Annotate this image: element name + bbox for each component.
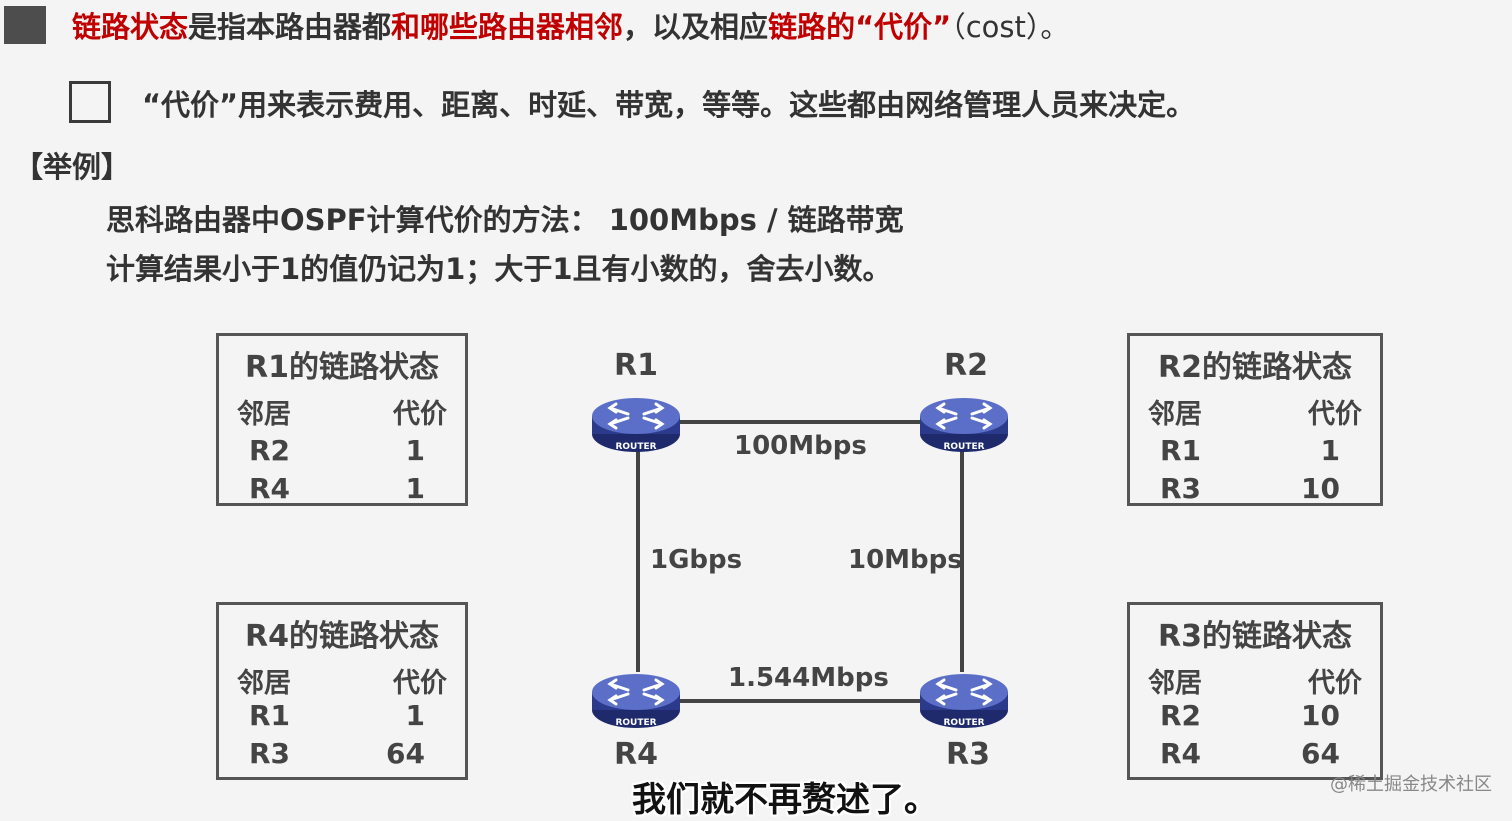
r2-link-state-table: R2的链路状态 邻居 代价 R1 1 R3 10 <box>1127 333 1383 506</box>
video-subtitle: 我们就不再赘述了。 <box>632 780 938 820</box>
table-row: R1 1 <box>1130 434 1380 470</box>
example-line-1: 思科路由器中OSPF计算代价的方法： 100Mbps / 链路带宽 <box>106 203 904 237</box>
r1-link-state-table: R1的链路状态 邻居 代价 R2 1 R4 1 <box>216 333 468 506</box>
neighbor-header: 邻居 <box>1148 399 1202 430</box>
router-label-r1: R1 <box>614 348 658 383</box>
example-label: 【举例】 <box>14 150 131 184</box>
router-icon: ROUTER <box>920 398 1008 452</box>
router-label-r4: R4 <box>614 737 658 772</box>
link-label-r1-r2: 100Mbps <box>734 431 867 461</box>
heading-part-1: 链路状态 <box>72 10 189 44</box>
heading-part-6: （cost）。 <box>951 10 1070 44</box>
r3-link-state-table: R3的链路状态 邻居 代价 R2 10 R4 64 <box>1127 602 1383 780</box>
router-r4: ROUTER <box>590 666 682 730</box>
heading-part-4: ，以及相应 <box>623 10 769 44</box>
heading-part-5: 链路的“代价” <box>768 10 952 44</box>
heading-link-state: 链路状态是指本路由器都和哪些路由器相邻，以及相应链路的“代价”（cost）。 <box>72 4 1069 46</box>
cost-cell: 1 <box>1320 434 1340 467</box>
neighbor-cell: R4 <box>249 472 291 505</box>
router-icon-text: ROUTER <box>615 718 656 728</box>
cost-cell: 64 <box>1301 737 1340 770</box>
heading-part-2: 是指本路由器都 <box>188 10 392 44</box>
table-row: R1 1 <box>219 699 465 735</box>
table-row: R2 10 <box>1130 699 1380 735</box>
table-row: R4 64 <box>1130 737 1380 773</box>
router-icon-text: ROUTER <box>943 442 984 452</box>
checkbox-icon <box>69 81 111 123</box>
table-title: R3的链路状态 <box>1158 619 1352 654</box>
router-icon: ROUTER <box>592 674 680 728</box>
cost-cell: 1 <box>405 699 425 732</box>
table-row: R4 1 <box>219 472 465 508</box>
table-title: R1的链路状态 <box>245 350 439 385</box>
neighbor-cell: R1 <box>1160 434 1202 467</box>
table-row: R3 10 <box>1130 472 1380 508</box>
router-icon: ROUTER <box>920 674 1008 728</box>
router-icon-text: ROUTER <box>943 718 984 728</box>
router-icon-text: ROUTER <box>615 442 656 452</box>
neighbor-cell: R3 <box>249 737 291 770</box>
cost-cell: 10 <box>1301 699 1340 732</box>
heading-part-3: 和哪些路由器相邻 <box>391 10 624 44</box>
table-row: R2 1 <box>219 434 465 470</box>
neighbor-cell: R2 <box>1160 699 1202 732</box>
link-label-r2-r3: 10Mbps <box>848 545 963 575</box>
cost-header: 代价 <box>1308 399 1362 430</box>
neighbor-cell: R2 <box>249 434 291 467</box>
router-icon: ROUTER <box>592 398 680 452</box>
neighbor-cell: R1 <box>249 699 291 732</box>
cost-cell: 64 <box>386 737 425 770</box>
cost-header: 代价 <box>393 668 447 699</box>
bullet-square-icon <box>4 6 46 44</box>
neighbor-header: 邻居 <box>237 668 291 699</box>
cost-header: 代价 <box>393 399 447 430</box>
link-label-r4-r3: 1.544Mbps <box>728 663 889 693</box>
neighbor-header: 邻居 <box>1148 668 1202 699</box>
cost-cell: 1 <box>405 434 425 467</box>
neighbor-header: 邻居 <box>237 399 291 430</box>
neighbor-cell: R4 <box>1160 737 1202 770</box>
router-r3: ROUTER <box>918 666 1010 730</box>
watermark: @稀土掘金技术社区 <box>1330 774 1492 795</box>
router-r2: ROUTER <box>918 390 1010 454</box>
router-r1: ROUTER <box>590 390 682 454</box>
cost-cell: 1 <box>405 472 425 505</box>
cost-cell: 10 <box>1301 472 1340 505</box>
cost-header: 代价 <box>1308 668 1362 699</box>
r4-link-state-table: R4的链路状态 邻居 代价 R1 1 R3 64 <box>216 602 468 780</box>
table-title: R2的链路状态 <box>1158 350 1352 385</box>
table-row: R3 64 <box>219 737 465 773</box>
neighbor-cell: R3 <box>1160 472 1202 505</box>
router-label-r3: R3 <box>946 737 990 772</box>
example-line-2: 计算结果小于1的值仍记为1；大于1且有小数的，舍去小数。 <box>106 252 892 286</box>
table-title: R4的链路状态 <box>245 619 439 654</box>
note-text: “代价”用来表示费用、距离、时延、带宽，等等。这些都由网络管理人员来决定。 <box>142 88 1196 122</box>
link-label-r1-r4: 1Gbps <box>650 545 743 575</box>
router-label-r2: R2 <box>944 348 988 383</box>
